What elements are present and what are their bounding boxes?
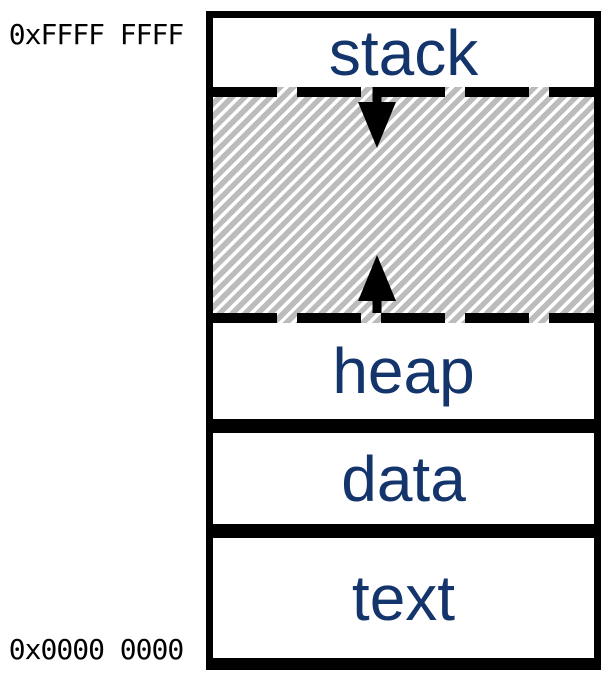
memory-box: stack heap data text — [206, 11, 601, 670]
segment-text-label: text — [351, 562, 456, 634]
segment-text: text — [213, 538, 594, 658]
segment-heap: heap — [213, 323, 594, 419]
segment-divider — [206, 524, 601, 538]
stack-boundary-dashed-line — [213, 87, 594, 97]
segment-data: data — [213, 433, 594, 524]
address-label-bottom: 0x0000 0000 — [8, 633, 184, 666]
segment-stack-label: stack — [328, 16, 479, 89]
segment-divider — [206, 419, 601, 433]
segment-stack: stack — [213, 18, 594, 87]
heap-boundary-dashed-line — [213, 313, 594, 323]
address-label-top: 0xFFFF FFFF — [8, 18, 184, 51]
free-memory-hatched-region — [213, 87, 594, 323]
segment-data-label: data — [341, 442, 466, 515]
segment-heap-label: heap — [332, 335, 475, 407]
